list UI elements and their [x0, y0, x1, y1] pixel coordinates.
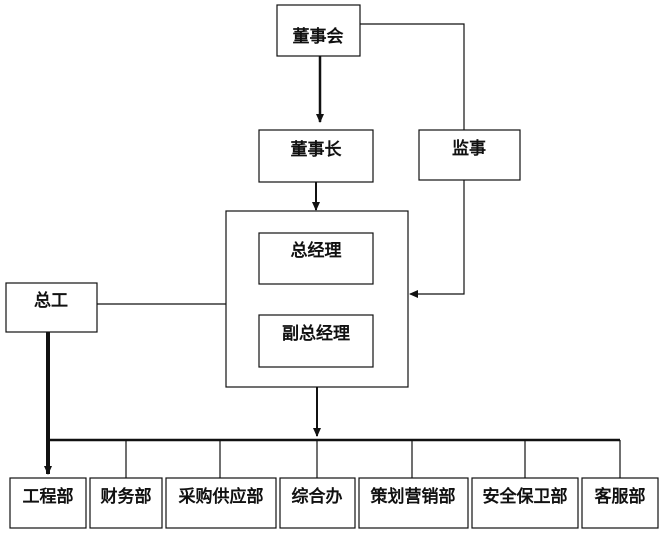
dept-marketing-box	[358, 477, 469, 529]
dept-general-office-label: 综合办	[292, 486, 343, 507]
supervisor-box	[418, 129, 521, 181]
connectors	[44, 23, 621, 478]
dept-security-label: 安全保卫部	[483, 486, 568, 507]
board-label: 董事会	[293, 26, 344, 47]
dept-general-office-box	[279, 477, 356, 529]
board-box	[276, 4, 361, 57]
supervisor-label: 监事	[452, 138, 486, 159]
general-manager-box	[258, 232, 374, 285]
dept-marketing-label: 策划营销部	[371, 486, 456, 507]
deputy-general-manager-box	[258, 314, 374, 368]
dept-customer-service-box	[581, 477, 659, 529]
general-manager-label: 总经理	[291, 240, 342, 261]
dept-customer-service-label: 客服部	[594, 486, 646, 507]
dept-engineering-label: 工程部	[23, 486, 74, 507]
dept-security-box	[471, 477, 579, 529]
dept-engineering-box	[9, 477, 87, 529]
dept-finance-label: 财务部	[100, 486, 152, 507]
dept-procurement-label: 采购供应部	[178, 486, 264, 507]
chairman-label: 董事长	[291, 139, 343, 160]
dept-procurement-box	[165, 477, 277, 529]
chief-engineer-label: 总工	[34, 290, 68, 311]
chief-engineer-box	[5, 282, 98, 333]
deputy-general-manager-label: 副总经理	[282, 323, 350, 344]
supervisor-to-management-arrow	[409, 180, 465, 298]
board-to-supervisor-line	[360, 23, 465, 130]
chairman-box	[258, 129, 374, 183]
dept-finance-box	[89, 477, 163, 529]
